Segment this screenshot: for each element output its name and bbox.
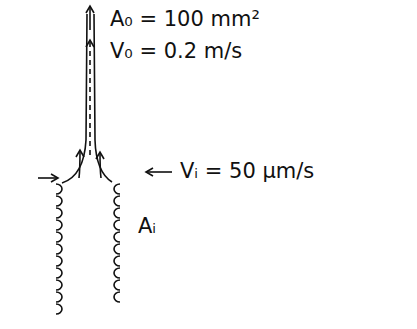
wall-curl	[114, 208, 120, 218]
flow-arrow	[100, 152, 101, 178]
wall-curl	[114, 244, 120, 254]
flow-arrow	[89, 40, 91, 155]
wall-curl	[56, 232, 62, 242]
wall-curl	[56, 244, 62, 254]
wall-curl	[114, 268, 120, 278]
wall-curl	[114, 292, 120, 302]
area-label: A₀ = 100 mm²	[110, 8, 260, 31]
area-label: Aᵢ	[138, 215, 156, 238]
wall-curl	[114, 184, 120, 194]
jet-boundary	[94, 14, 112, 182]
velocity-label: Vᵢ = 50 μm/s	[180, 160, 314, 183]
wall-curl	[56, 256, 62, 266]
right-wall	[114, 184, 120, 302]
wall-curl	[114, 220, 120, 230]
wall-curl	[114, 196, 120, 206]
inflow-arrow	[146, 171, 172, 173]
left-wall	[56, 184, 62, 314]
wall-curl	[56, 292, 62, 302]
inflow-arrow	[38, 177, 58, 179]
flow-arrow	[79, 150, 80, 178]
wall-curl	[114, 256, 120, 266]
wall-curl	[114, 232, 120, 242]
flow-arrow	[89, 6, 91, 30]
wall-curl	[56, 184, 62, 194]
velocity-label: V₀ = 0.2 m/s	[110, 40, 242, 63]
wall-curl	[56, 220, 62, 230]
wall-curl	[56, 208, 62, 218]
wall-curl	[56, 304, 62, 314]
wall-curl	[56, 268, 62, 278]
jet-boundary	[62, 14, 87, 183]
wall-curl	[114, 280, 120, 290]
wall-curl	[56, 280, 62, 290]
wall-curl	[56, 196, 62, 206]
